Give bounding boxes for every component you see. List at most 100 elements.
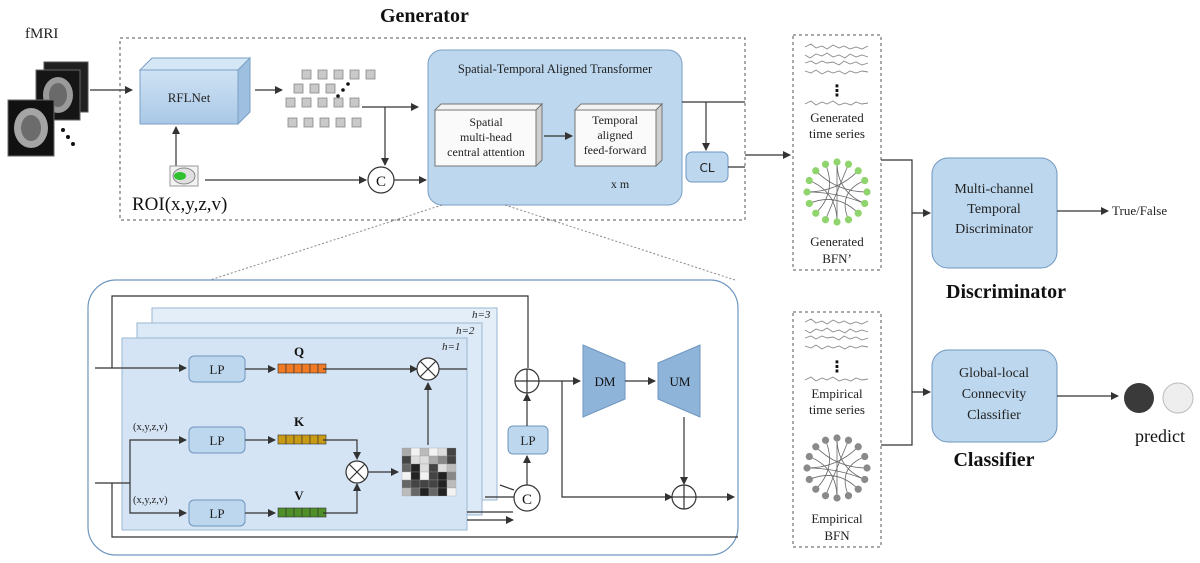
- matrix-cell: [446, 487, 457, 497]
- vector-cell: [277, 507, 287, 518]
- matrix-cell: [446, 463, 457, 473]
- matrix-cell: [410, 447, 421, 457]
- vector-cell: [309, 434, 319, 445]
- vector-cell: [285, 507, 295, 518]
- matrix-cell: [410, 463, 421, 473]
- head-label-2: h=2: [456, 325, 475, 337]
- discriminator-block: [931, 157, 1058, 269]
- add-node-2: [671, 484, 697, 510]
- bfn-node: [863, 188, 871, 196]
- bfn-node: [833, 218, 841, 226]
- xyzv-k-label: (x,y,z,v): [133, 422, 168, 433]
- matrix-cell: [437, 471, 448, 481]
- cl-label: CL: [699, 161, 714, 175]
- v-vector: [277, 507, 327, 518]
- predict-label: predict: [1135, 426, 1185, 446]
- matrix-cell: [446, 447, 457, 457]
- multiply-node-kv: [345, 460, 369, 484]
- bfn-node: [863, 464, 871, 472]
- bfn-node: [805, 475, 813, 484]
- empirical-bfn-label-2: BFN: [824, 528, 850, 543]
- empirical-time-series: [804, 318, 869, 382]
- matrix-cell: [446, 455, 457, 465]
- bfn-node: [803, 464, 811, 472]
- bfn-node: [844, 216, 853, 224]
- generated-ts-label-2: time series: [809, 126, 865, 141]
- matrix-cell: [428, 447, 439, 457]
- bfn-node: [812, 485, 820, 493]
- empirical-panel: [792, 311, 882, 548]
- matrix-cell: [401, 479, 412, 489]
- matrix-cell: [437, 463, 448, 473]
- matrix-cell: [437, 447, 448, 457]
- vector-cell: [293, 507, 303, 518]
- bfn-node: [821, 436, 830, 444]
- matrix-cell: [428, 487, 439, 497]
- bfn-node: [812, 443, 820, 451]
- vector-cell: [309, 507, 319, 518]
- add-node-1: [514, 368, 540, 394]
- bfn-node: [861, 176, 869, 185]
- bfn-node: [805, 176, 813, 185]
- rflnet-block: RFLNet: [138, 56, 252, 126]
- matrix-cell: [410, 487, 421, 497]
- matrix-cell: [446, 479, 457, 489]
- concat-label: C: [376, 174, 386, 190]
- disc-line-2: Temporal: [967, 202, 1021, 217]
- generator-title: Generator: [380, 5, 469, 27]
- matrix-cell: [419, 487, 430, 497]
- spatial-line-1: Spatial: [469, 115, 503, 129]
- bfn-node: [861, 452, 869, 461]
- q-label: Q: [294, 344, 304, 359]
- matrix-cell: [410, 455, 421, 465]
- bfn-edge: [844, 180, 865, 220]
- v-label: V: [294, 488, 304, 503]
- matrix-cell: [419, 479, 430, 489]
- bfn-edge: [815, 446, 868, 469]
- bfn-node: [854, 485, 862, 493]
- vector-cell: [277, 434, 287, 445]
- attention-matrix: [401, 447, 457, 497]
- bfn-node: [861, 199, 869, 208]
- bfn-node: [821, 216, 830, 224]
- temporal-line-1: Temporal: [592, 113, 638, 127]
- lp-q-label: LP: [209, 362, 224, 377]
- disc-line-1: Multi-channel: [954, 182, 1033, 197]
- attention-detail-region: [87, 279, 739, 556]
- matrix-cell: [401, 463, 412, 473]
- bfn-node: [833, 494, 841, 502]
- vector-cell: [293, 434, 303, 445]
- k-label: K: [294, 414, 305, 429]
- predict-class-light: [1162, 382, 1194, 414]
- matrix-cell: [428, 479, 439, 489]
- disc-line-3: Discriminator: [955, 222, 1033, 237]
- matrix-cell: [410, 471, 421, 481]
- vector-cell: [301, 363, 311, 374]
- matrix-cell: [410, 479, 421, 489]
- bfn-node: [833, 434, 841, 442]
- lp-out-block: [507, 425, 549, 455]
- matrix-cell: [437, 487, 448, 497]
- matrix-cell: [437, 479, 448, 489]
- spatial-line-2: multi-head: [460, 130, 512, 144]
- bfn-node: [803, 188, 811, 196]
- matrix-cell: [401, 455, 412, 465]
- dm-block: [582, 344, 626, 418]
- bfn-node: [821, 160, 830, 168]
- generated-ts-label-1: Generated: [810, 110, 864, 125]
- vector-cell: [293, 363, 303, 374]
- cls-line-2: Connecvity: [962, 387, 1027, 402]
- matrix-cell: [419, 447, 430, 457]
- empirical-bfn-graph: [803, 434, 871, 502]
- empirical-bfn-label-1: Empirical: [811, 511, 863, 526]
- predict-class-dark: [1124, 383, 1154, 413]
- generator-region: [119, 37, 746, 221]
- matrix-cell: [401, 471, 412, 481]
- vector-cell: [309, 363, 319, 374]
- um-block: [657, 344, 701, 418]
- generated-bfn-graph: [803, 158, 871, 226]
- cls-line-3: Classifier: [967, 408, 1021, 423]
- cls-line-1: Global-local: [959, 366, 1029, 381]
- q-vector: [277, 363, 327, 374]
